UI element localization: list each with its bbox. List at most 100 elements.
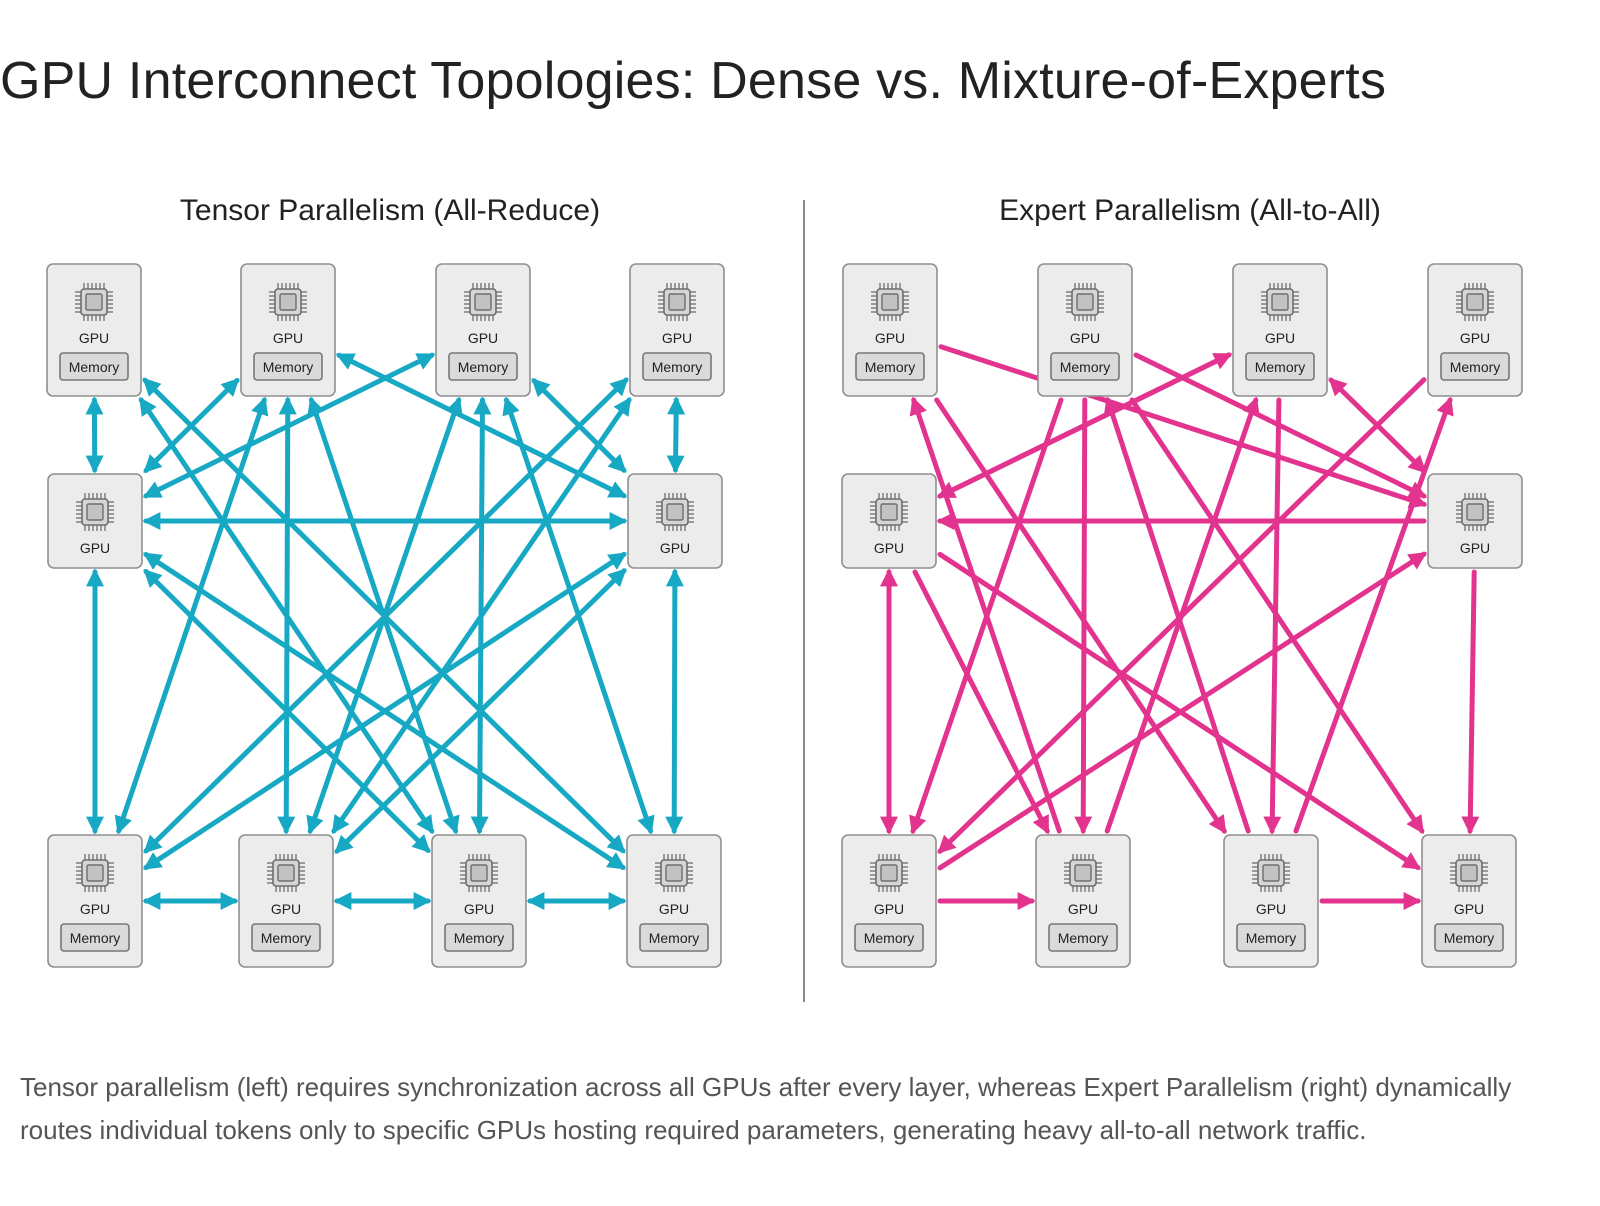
memory-label: Memory (70, 930, 121, 946)
memory-box (642, 352, 712, 381)
tensor-gpu-node-t1: GPU Memory (46, 263, 142, 397)
chip-icon (267, 854, 305, 892)
chip-icon (269, 283, 307, 321)
chip-icon (1066, 283, 1104, 321)
chip-icon (460, 854, 498, 892)
memory-box (1440, 352, 1510, 381)
gpu-label: GPU (1460, 330, 1490, 346)
gpu-label: GPU (1265, 330, 1295, 346)
expert-gpu-node-b1: GPU Memory (841, 834, 937, 968)
tensor-gpu-node-b2: GPU Memory (238, 834, 334, 968)
gpu-label: GPU (464, 901, 494, 917)
chip-icon (1456, 493, 1494, 531)
expert-gpu-node-b2: GPU Memory (1035, 834, 1131, 968)
expert-link-b3-t2 (1103, 396, 1251, 834)
expert-gpu-node-b3: GPU Memory (1223, 834, 1319, 968)
memory-label: Memory (454, 930, 505, 946)
tensor-gpu-node-b3: GPU Memory (431, 834, 527, 968)
expert-link-b2-t1 (909, 396, 1062, 834)
chip-icon (656, 493, 694, 531)
memory-label: Memory (865, 359, 916, 375)
gpu-label: GPU (1068, 901, 1098, 917)
gpu-label: GPU (874, 540, 904, 556)
memory-label: Memory (652, 359, 703, 375)
memory-box (59, 352, 129, 381)
memory-label: Memory (261, 930, 312, 946)
memory-box (60, 923, 130, 952)
chip-icon (1450, 854, 1488, 892)
memory-label: Memory (1060, 359, 1111, 375)
expert-panel-title: Expert Parallelism (All-to-All) (999, 194, 1381, 227)
gpu-label: GPU (468, 330, 498, 346)
tensor-gpu-node-r1: GPU (627, 473, 723, 569)
tensor-gpu-node-b4: GPU Memory (626, 834, 722, 968)
tensor-gpu-node-t4: GPU Memory (629, 263, 725, 397)
chip-icon (1261, 283, 1299, 321)
gpu-label: GPU (875, 330, 905, 346)
gpu-label: GPU (660, 540, 690, 556)
expert-gpu-node-r1: GPU (1427, 473, 1523, 569)
expert-gpu-node-l1: GPU (841, 473, 937, 569)
gpu-label: GPU (662, 330, 692, 346)
memory-label: Memory (1444, 930, 1495, 946)
chip-icon (870, 493, 908, 531)
chip-icon (655, 854, 693, 892)
expert-link-l1-b2 (912, 569, 1050, 835)
memory-box (1245, 352, 1315, 381)
expert-link-t2-b2 (1074, 397, 1093, 835)
memory-label: Memory (263, 359, 314, 375)
memory-box (448, 352, 518, 381)
chip-icon (1064, 854, 1102, 892)
memory-label: Memory (649, 930, 700, 946)
gpu-label: GPU (1070, 330, 1100, 346)
memory-label: Memory (864, 930, 915, 946)
expert-link-b2-t3 (1104, 396, 1260, 834)
chip-icon (464, 283, 502, 321)
memory-box (1236, 923, 1306, 952)
expert-edges (880, 344, 1480, 910)
expert-gpu-node-t1: GPU Memory (842, 263, 938, 397)
tensor-edges (85, 352, 686, 910)
gpu-label: GPU (273, 330, 303, 346)
gpu-label: GPU (659, 901, 689, 917)
memory-label: Memory (1246, 930, 1297, 946)
gpu-label: GPU (80, 540, 110, 556)
tensor-link-t4-r1 (666, 396, 686, 474)
expert-link-t1-r1 (938, 344, 1428, 509)
gpu-label: GPU (1256, 901, 1286, 917)
tensor-gpu-node-t2: GPU Memory (240, 263, 336, 397)
chip-icon (871, 283, 909, 321)
memory-label: Memory (1058, 930, 1109, 946)
memory-box (1434, 923, 1504, 952)
expert-link-b4-r1 (1461, 569, 1480, 835)
gpu-label: GPU (271, 901, 301, 917)
memory-box (639, 923, 709, 952)
edges-layer (85, 344, 1480, 910)
gpu-label: GPU (1460, 540, 1490, 556)
memory-label: Memory (1450, 359, 1501, 375)
memory-box (1050, 352, 1120, 381)
gpu-label: GPU (874, 901, 904, 917)
memory-label: Memory (69, 359, 120, 375)
memory-box (253, 352, 323, 381)
chip-icon (76, 493, 114, 531)
gpu-label: GPU (1454, 901, 1484, 917)
chip-icon (1252, 854, 1290, 892)
memory-box (855, 352, 925, 381)
expert-link-t3-b3 (1263, 397, 1282, 835)
tensor-panel-title: Tensor Parallelism (All-Reduce) (179, 194, 601, 227)
expert-gpu-node-t4: GPU Memory (1427, 263, 1523, 397)
tensor-gpu-node-l1: GPU (47, 473, 143, 569)
expert-link-b3-t4 (1293, 396, 1454, 834)
chip-icon (870, 854, 908, 892)
memory-box (1048, 923, 1118, 952)
memory-box (251, 923, 321, 952)
figure-caption: Tensor parallelism (left) requires synch… (20, 1072, 1512, 1145)
gpu-label: GPU (79, 330, 109, 346)
chip-icon (1456, 283, 1494, 321)
expert-gpu-node-b4: GPU Memory (1421, 834, 1517, 968)
expert-gpu-node-t2: GPU Memory (1037, 263, 1133, 397)
